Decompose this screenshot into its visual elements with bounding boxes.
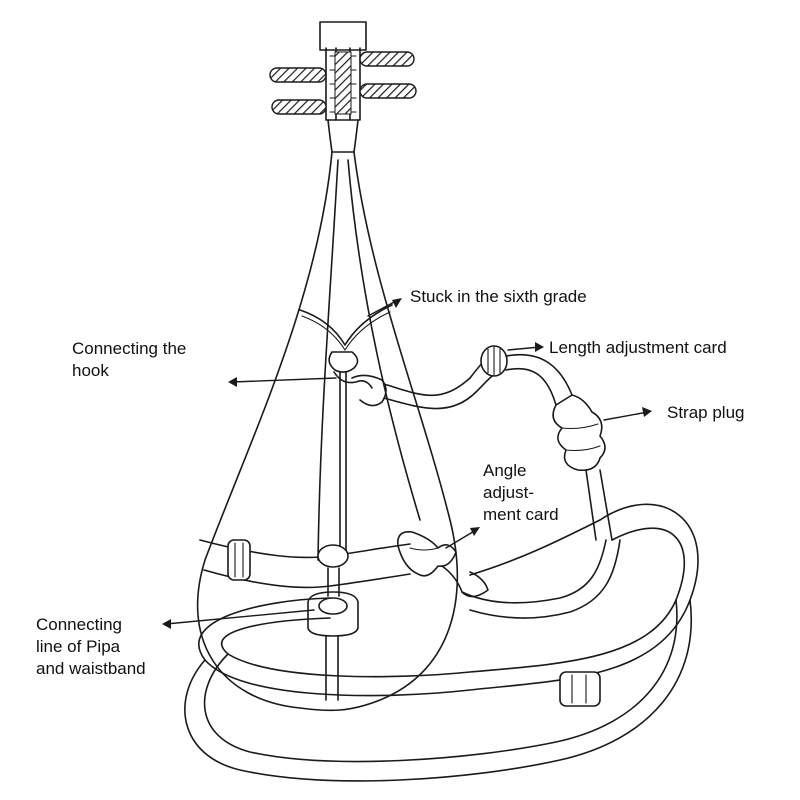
label-sixth-grade: Stuck in the sixth grade: [410, 287, 587, 306]
arrow-hook: [231, 377, 337, 383]
peg-left-top: [269, 67, 327, 83]
arrow-length-card: [507, 346, 541, 351]
band-clip-left: [227, 539, 251, 581]
label-connecting-hook: Connecting the hook: [72, 339, 187, 380]
label-connecting-line: Connecting line of Pipa and waistband: [36, 615, 146, 678]
waistband: [184, 503, 699, 782]
angle-adjustment-card: [396, 530, 621, 619]
pipa-body: [196, 119, 459, 712]
arrow-sixth-grade: [367, 299, 399, 317]
strap-plug: [552, 394, 613, 541]
arrow-connecting-line: [165, 609, 315, 625]
label-strap-plug: Strap plug: [667, 403, 745, 422]
arrow-strap-plug: [603, 411, 649, 421]
upper-strap: [383, 345, 573, 410]
center-bead: [317, 544, 349, 568]
upper-hook: [328, 351, 387, 553]
label-arrows: [162, 298, 652, 629]
peg-right-top: [359, 51, 415, 67]
tuning-pegs: [269, 51, 417, 115]
waistband-buckle: [559, 671, 601, 707]
peg-right-bottom: [359, 83, 417, 99]
pipa-head: [319, 21, 367, 121]
arrow-angle-card: [445, 529, 477, 549]
label-angle-adjustment-card: Angle adjust- ment card: [483, 461, 559, 524]
connecting-buckle: [307, 591, 359, 701]
lower-band: [199, 539, 411, 597]
peg-left-bottom: [271, 99, 327, 115]
label-length-adjustment-card: Length adjustment card: [549, 338, 727, 357]
